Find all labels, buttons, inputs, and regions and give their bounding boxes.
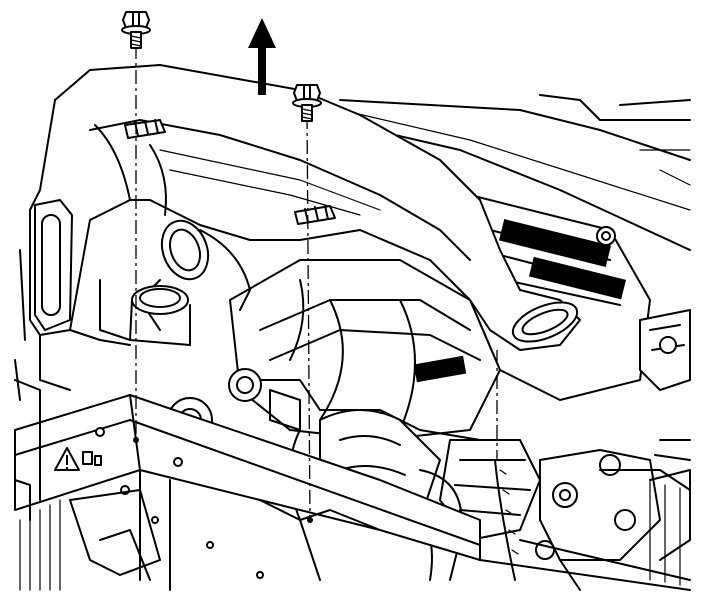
bolt-2-alignment-line: [306, 114, 311, 521]
arrow-up-icon: [248, 18, 276, 95]
air-intake-duct: [29, 64, 581, 391]
bolt-icon: [121, 11, 151, 49]
engine-background: [329, 94, 691, 401]
radiator-support: [14, 249, 691, 591]
alignment-lines: [133, 45, 498, 523]
throttle-body-area: [99, 219, 251, 346]
intake-manifold: [229, 259, 501, 441]
bolt-icon: [292, 84, 322, 122]
